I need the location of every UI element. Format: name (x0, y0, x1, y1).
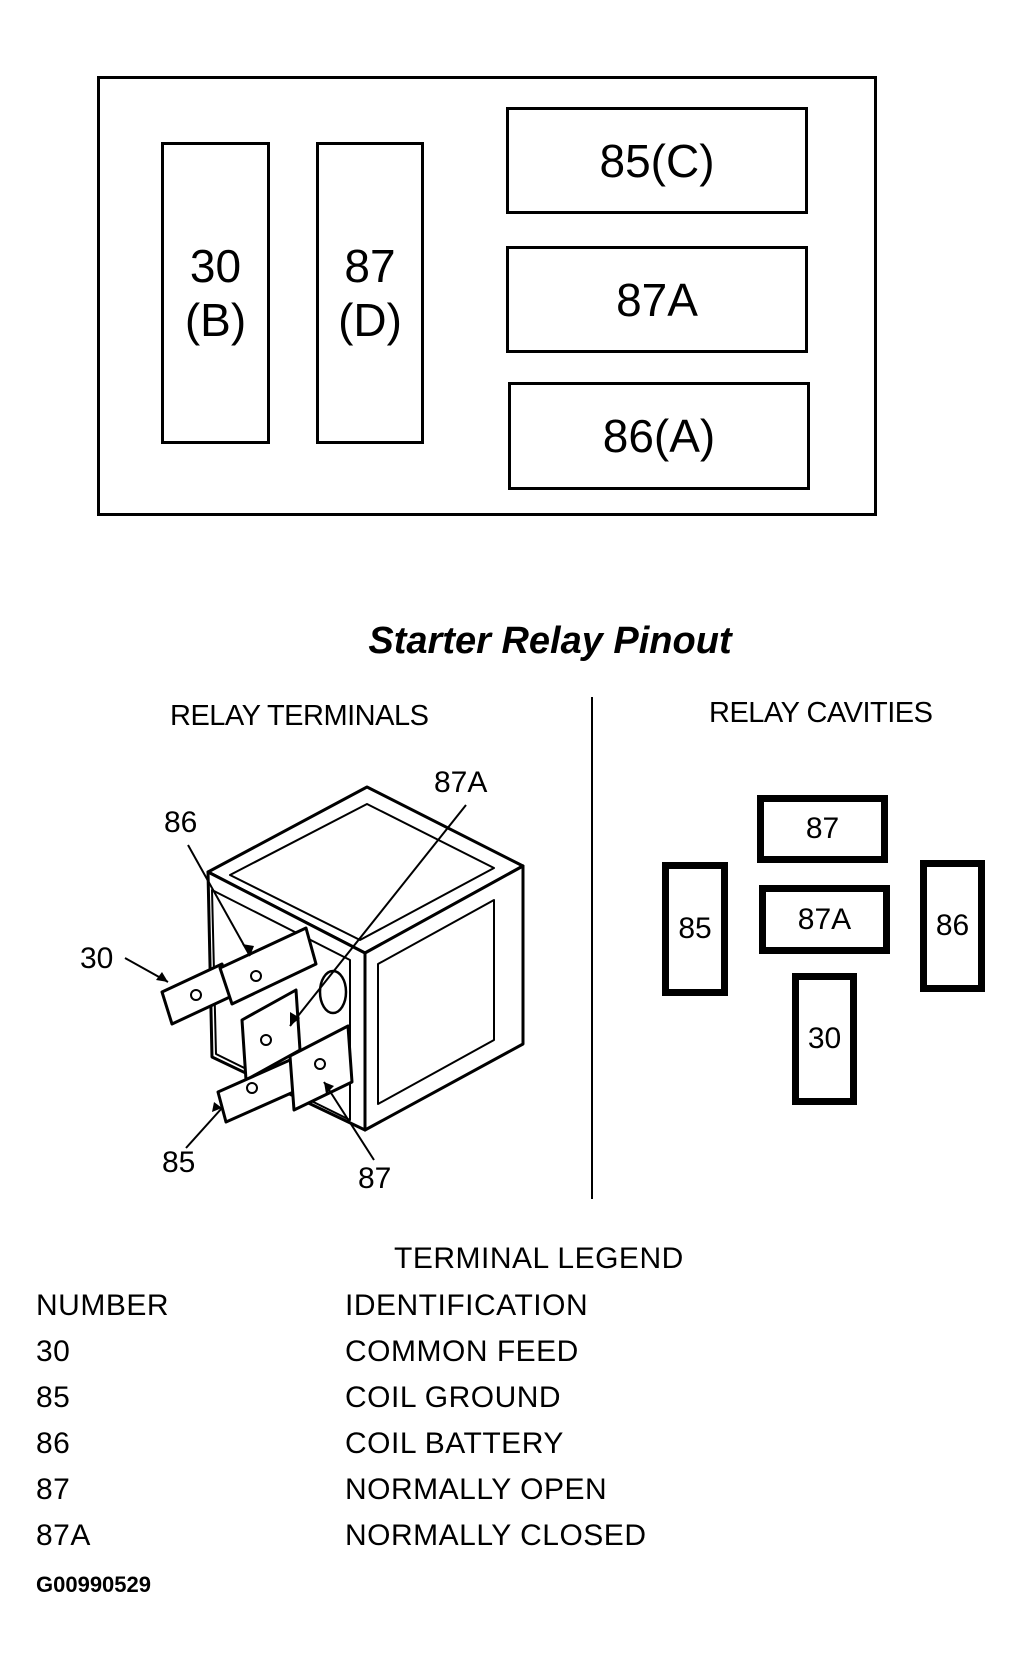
terminal-label-30: 30 (80, 942, 114, 975)
leader-86 (187, 844, 251, 957)
leader-87a (289, 804, 467, 1027)
pin-87-number: 87 (344, 240, 396, 292)
relay-right-face (363, 864, 525, 1132)
pin-30-number: 30 (189, 240, 242, 292)
pin-87a-slot: 87A (506, 246, 808, 353)
legend-heading: TERMINAL LEGEND (394, 1242, 684, 1275)
legend-col-number: NUMBER (36, 1289, 170, 1322)
pin-30-slot: 30 (B) (161, 142, 270, 444)
terminal-label-87: 87 (358, 1162, 392, 1195)
pin-30-letter: (B) (184, 294, 247, 346)
cavity-86-label: 86 (935, 909, 970, 942)
terminal-blade-86 (218, 926, 318, 1006)
section-divider (591, 697, 593, 1199)
pin-86-slot: 86(A) (508, 382, 810, 490)
terminal-label-85: 85 (162, 1146, 196, 1179)
relay-cavities-heading: RELAY CAVITIES (709, 697, 933, 729)
pin-87a-label: 87A (616, 273, 698, 326)
figure-code: G00990529 (36, 1572, 151, 1597)
cavity-85-label: 85 (678, 912, 712, 945)
pin-87-letter: (D) (338, 294, 402, 346)
pin-85-label: 85(C) (599, 134, 715, 187)
cavity-86: 86 (920, 860, 985, 992)
legend-row-identification: COIL BATTERY (345, 1427, 564, 1460)
legend-col-identification: IDENTIFICATION (345, 1289, 589, 1322)
terminal-label-86: 86 (164, 806, 198, 839)
pin-86-label: 86(A) (602, 410, 716, 462)
pin-87-slot: 87 (D) (316, 142, 424, 444)
pinout-panel (97, 76, 877, 516)
legend-row-number: 87A (36, 1519, 91, 1552)
legend-row-number: 85 (36, 1381, 71, 1414)
legend-row-identification: COMMON FEED (345, 1335, 579, 1368)
legend-row-number: 87 (36, 1473, 71, 1506)
relay-terminals-heading: RELAY TERMINALS (170, 700, 429, 732)
legend-row-identification: COIL GROUND (345, 1381, 562, 1414)
cavity-87-label: 87 (805, 812, 840, 845)
terminal-label-87a: 87A (434, 766, 488, 799)
cavity-87a: 87A (759, 885, 890, 954)
diagram-title: Starter Relay Pinout (368, 620, 732, 662)
cavity-87a-label: 87A (797, 902, 852, 936)
cavity-87: 87 (757, 795, 888, 863)
legend-row-number: 30 (36, 1335, 71, 1368)
cavity-30: 30 (792, 973, 857, 1105)
pin-85-slot: 85(C) (506, 107, 808, 214)
leader-87 (323, 1081, 375, 1161)
cavity-85: 85 (662, 862, 728, 996)
cavity-30-label: 30 (807, 1022, 842, 1055)
legend-row-identification: NORMALLY OPEN (345, 1473, 608, 1506)
leader-85 (185, 1107, 223, 1149)
legend-row-number: 86 (36, 1427, 71, 1460)
legend-row-identification: NORMALLY CLOSED (345, 1519, 647, 1552)
